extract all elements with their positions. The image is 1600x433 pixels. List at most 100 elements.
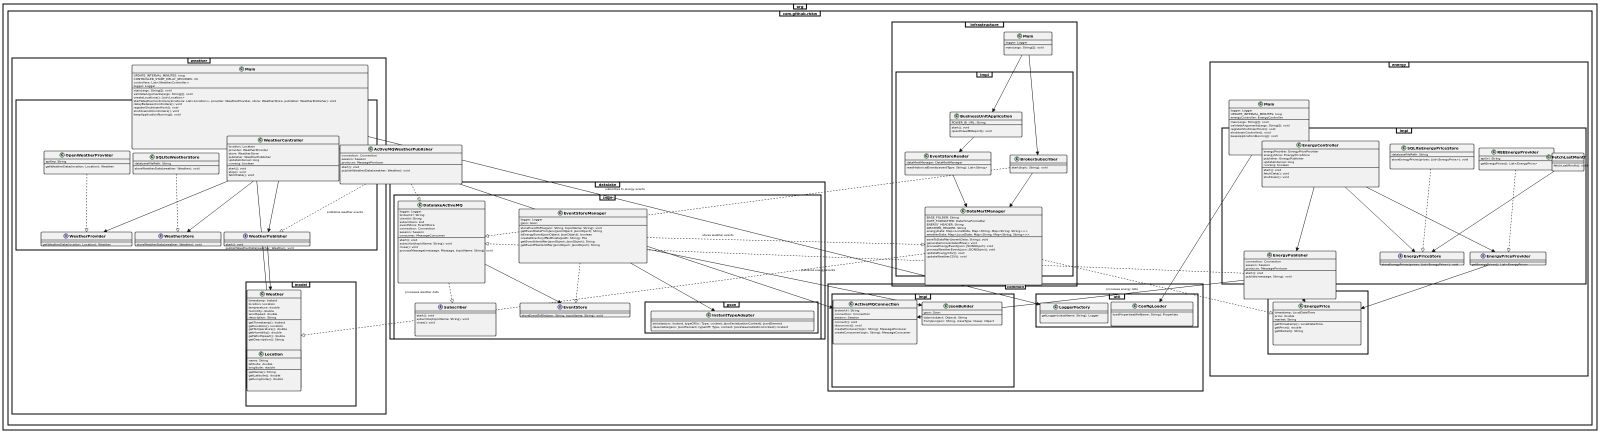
arrowhead-icon [1295, 247, 1300, 252]
class-field: apiKey: String [46, 160, 67, 164]
edge-weather-controller-to-weather-publisher [267, 180, 279, 233]
badge-letter: I [1483, 254, 1484, 258]
class-field: timestamp: LocalDateTime [1275, 311, 1316, 315]
badge-letter: C [240, 67, 243, 71]
arrowhead-icon [1411, 248, 1416, 253]
badge-letter: C [61, 153, 64, 157]
edge-line [992, 54, 1023, 113]
class-method: getPrice(): double [1275, 326, 1302, 330]
class-field: location: Location [249, 302, 276, 306]
edge-datamart-manager-to-energy-price: processes energy data [1041, 259, 1274, 315]
arrowhead-icon [1431, 248, 1436, 253]
class-badge-icon [417, 202, 423, 208]
class-method: getHumidity(): double [249, 331, 282, 335]
class-box [1009, 154, 1068, 174]
class-field: UPDATE_INTERVAL_MINUTES: long [134, 74, 185, 78]
class-method: toJson(object: Object): String [924, 315, 968, 319]
class-field: updateInterval: long [229, 158, 260, 162]
class-method: getDescription(): String [249, 337, 284, 341]
class-box [832, 299, 918, 345]
class-field: description: String [249, 316, 277, 320]
edge-line [1028, 54, 1038, 156]
class-method: storeEventToFile(json: String, topicName… [521, 226, 602, 230]
class-field: publisher: WeatherPublisher [229, 155, 272, 159]
class-field: databaseFilePath: String [1392, 153, 1429, 157]
class-box [1261, 140, 1380, 188]
class-field: connection: Connection [835, 312, 871, 316]
package-common-impl: impl [831, 293, 1015, 388]
interface-badge-icon [1480, 253, 1486, 259]
class-name: Location [265, 351, 284, 356]
edge-line [1422, 168, 1432, 253]
edge-infra-main-to-broker-subscriber [1028, 54, 1040, 156]
class-field: ENERGY_HEADER: String [927, 222, 964, 226]
class-field: session: Session [400, 230, 425, 234]
class-field: market: String [1275, 317, 1297, 321]
class-field: energyStore: EnergyPriceStore [1264, 153, 1310, 157]
badge-letter: C [1403, 146, 1406, 150]
interface-badge-icon [1397, 253, 1403, 259]
class-box [1272, 301, 1362, 346]
arrowhead-icon [1036, 301, 1041, 306]
class-method: delayBetweenControllers(): void [134, 102, 182, 106]
badge-letter: C [1134, 304, 1137, 308]
class-name: OpenWeatherProvider [66, 152, 114, 157]
badge-letter: C [1298, 143, 1301, 147]
arrowhead-icon [916, 314, 921, 319]
class-method: start(): void [229, 166, 247, 170]
class-badge-icon [1298, 303, 1304, 309]
arrowhead-icon [992, 108, 996, 113]
edge-line [267, 245, 271, 291]
edge-sqlite-energy-price-store-to-energy-price-store [1421, 168, 1432, 253]
class-field: controllers: List<WeatherController> [134, 80, 190, 84]
class-badge-icon [1401, 145, 1407, 151]
class-method: stop(): void [229, 170, 246, 174]
arrowhead-icon [484, 233, 489, 238]
badge-letter: I [559, 305, 560, 309]
class-name: EventStoreManager [564, 210, 607, 215]
arrowhead-icon [711, 307, 716, 312]
badge-letter: C [559, 211, 562, 215]
class-method: updateEnergyCSV(): void [927, 251, 965, 255]
class-method: processEnergyEvent(json: JSONObject): vo… [927, 244, 994, 248]
class-name: WeatherPublisher [249, 233, 288, 238]
class-field: weatherData: Map<LocalDate, Map<String, … [927, 233, 1031, 237]
class-field: connection: Connection [342, 154, 378, 158]
class-method: getMarket(): String [1275, 329, 1304, 333]
class-name: EventStoreReader [930, 153, 969, 158]
class-box [134, 231, 222, 247]
package-datalake-impl: impl [393, 194, 822, 340]
edge-line [1345, 186, 1416, 253]
